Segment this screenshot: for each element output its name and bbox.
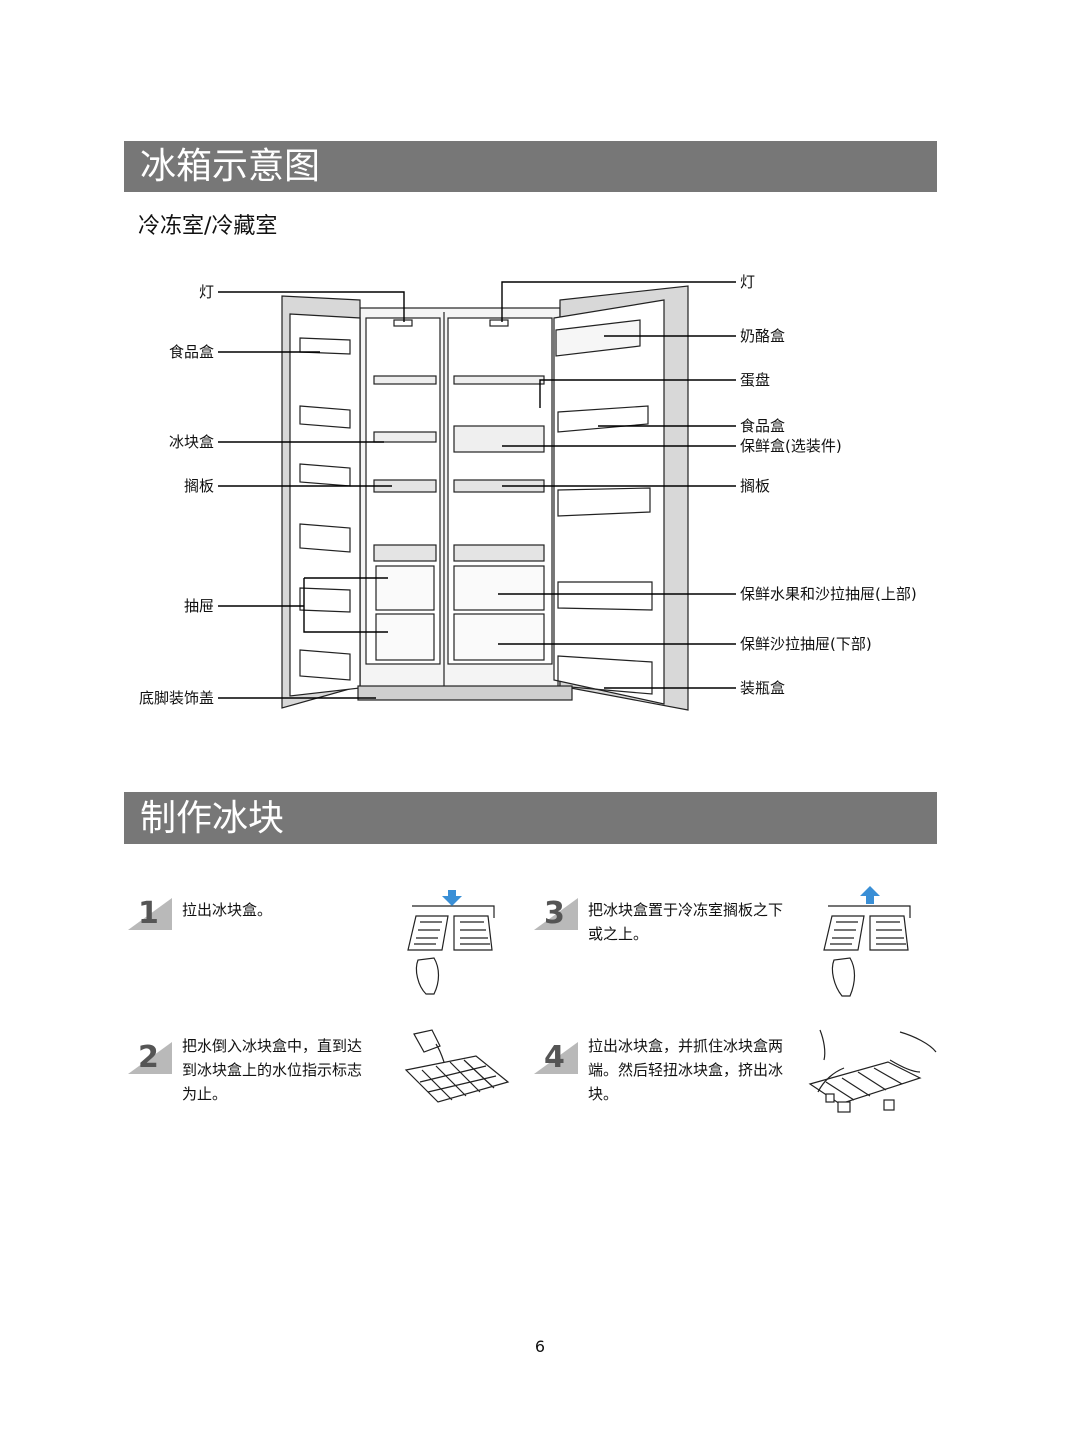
place-ice-tray-illustration [823, 886, 911, 997]
step-number: 2 [138, 1040, 159, 1075]
label-fresh-box: 保鲜盒(选装件) [740, 437, 842, 455]
step-number-badge: 1 [128, 896, 184, 934]
label-veg-drawer-upper: 保鲜水果和沙拉抽屉(上部) [740, 585, 917, 603]
step-number: 1 [138, 896, 159, 931]
section-title: 制作冰块 [140, 798, 285, 839]
step-number-badge: 3 [534, 896, 590, 934]
label-food-box-right: 食品盒 [740, 417, 786, 435]
section-banner-ice: 制作冰块 [124, 792, 937, 844]
refrigerator-diagram [218, 281, 736, 711]
step-number: 3 [544, 896, 565, 931]
twist-tray-illustration [808, 1029, 937, 1113]
step-number: 4 [544, 1040, 565, 1075]
step-4-text: 拉出冰块盒，并抓住冰块盒两端。然后轻扭冰块盒，挤出冰块。 [588, 1037, 784, 1103]
section-title: 冰箱示意图 [140, 146, 321, 187]
step-number-badge: 2 [128, 1040, 184, 1078]
label-veg-drawer-lower: 保鲜沙拉抽屉(下部) [740, 635, 872, 653]
label-egg-tray: 蛋盘 [740, 371, 771, 389]
step-2-text: 把水倒入冰块盒中，直到达到冰块盒上的水位指示标志为止。 [182, 1037, 363, 1103]
label-food-box-left: 食品盒 [168, 343, 214, 361]
label-cheese-box: 奶酪盒 [740, 327, 786, 345]
section-subtitle: 冷冻室/冷藏室 [138, 214, 278, 239]
page-number: 6 [534, 1337, 546, 1356]
label-bottle-box: 装瓶盒 [740, 679, 786, 697]
label-light-left: 灯 [198, 283, 214, 301]
label-shelf-right: 搁板 [740, 477, 771, 495]
pull-ice-tray-illustration [407, 890, 495, 995]
label-ice-box: 冰块盒 [168, 433, 214, 451]
fill-water-illustration [404, 1029, 510, 1103]
label-shelf-left: 搁板 [183, 477, 214, 495]
label-drawer: 抽屉 [183, 597, 214, 615]
step-number-badge: 4 [534, 1040, 590, 1078]
section-banner-diagram: 冰箱示意图 [124, 141, 937, 192]
label-light-right: 灯 [740, 273, 756, 291]
step-3-text: 把冰块盒置于冷冻室搁板之下或之上。 [588, 901, 784, 943]
label-base-cover: 底脚装饰盖 [138, 689, 214, 707]
step-1-text: 拉出冰块盒。 [182, 901, 273, 919]
